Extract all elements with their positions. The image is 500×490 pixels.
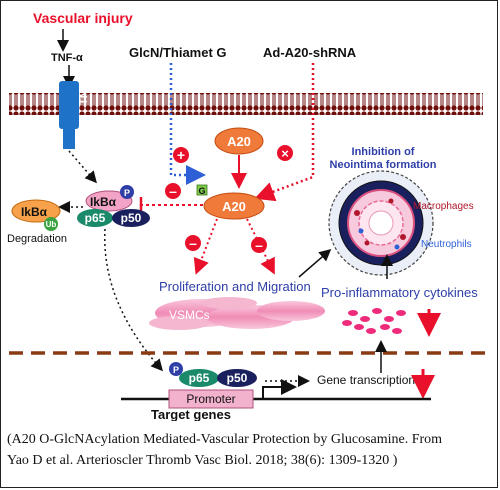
p65-complex — [77, 209, 113, 227]
inhibition-line1: Inhibition of — [352, 146, 415, 158]
p50-nuclear-label: p50 — [227, 371, 248, 385]
caption-line-2: Yao D et al. Arterioscler Thromb Vasc Bi… — [7, 453, 398, 468]
g-box — [196, 184, 208, 196]
p65-nuclear-label: p65 — [189, 371, 210, 385]
ikba-label: IkBα — [90, 195, 117, 209]
promoter-box — [168, 389, 254, 409]
ikba-degraded — [11, 199, 61, 223]
vsmc-label: VSMCs — [169, 308, 210, 322]
cross-sign: × — [281, 146, 289, 161]
inhibit-badge — [277, 145, 293, 161]
p50-nuclear — [217, 369, 257, 387]
shrna-arrow — [254, 63, 315, 202]
minus-badge-3 — [251, 237, 267, 253]
p65-label: p65 — [85, 211, 106, 225]
tnf-label: TNF-α — [51, 52, 83, 64]
tnfr-label: TNFR — [78, 76, 90, 105]
a20-main — [203, 192, 265, 220]
minus-badge-2 — [185, 235, 201, 251]
minus-badge-1 — [165, 183, 181, 199]
cell-membrane — [9, 93, 483, 115]
gene-transcription-label: Gene transcription — [317, 373, 415, 387]
p-badge-1 — [120, 185, 134, 199]
cytokines-label: Pro-inflammatory cytokines — [321, 285, 478, 300]
nfkb-translocation-arrow — [104, 228, 163, 372]
promoter-label: Promoter — [186, 392, 235, 406]
p50-complex — [112, 209, 150, 227]
plus-sign: + — [177, 147, 185, 163]
p50-label: p50 — [121, 211, 142, 225]
pathway-diagram: Vascular injury TNF-α GlcN/Thiamet G Ad-… — [7, 10, 491, 422]
p65-nuclear — [179, 369, 219, 387]
minus-sign-1: – — [169, 183, 177, 199]
degradation-label: Degradation — [7, 233, 67, 245]
prolif-label: Proliferation and Migration — [159, 279, 311, 294]
inhibition-line2: Neointima formation — [330, 159, 437, 171]
transcription-start-arrow — [262, 379, 297, 399]
ub-badge — [44, 217, 58, 231]
g-label: G — [198, 186, 205, 196]
vessel-cross-section — [328, 170, 434, 276]
tnfr-to-ikb-arrow — [68, 150, 97, 184]
target-genes-label: Target genes — [151, 407, 231, 421]
prolif-to-neointima-arrow — [298, 249, 332, 278]
tnfr-receptor — [59, 81, 79, 129]
ikba-complex — [85, 190, 133, 212]
glcn-arrow — [169, 63, 206, 185]
a20-prolif-arrow-1 — [193, 218, 218, 275]
p-label-1: P — [124, 188, 130, 198]
ikba-degraded-label: IkBα — [21, 205, 48, 219]
ub-label: Ub — [46, 220, 57, 229]
minus-sign-3: – — [255, 237, 263, 253]
p-badge-2 — [169, 362, 183, 376]
a20-top-label: A20 — [227, 134, 251, 149]
tnfr-stalk — [63, 129, 75, 149]
figure-caption: (A20 O-GlcNAcylation Mediated-Vascular P… — [7, 429, 493, 471]
a20-top — [214, 127, 264, 155]
plus-badge — [173, 147, 189, 163]
glcn-label: GlcN/Thiamet G — [129, 45, 227, 60]
vsmc-cells — [149, 297, 325, 330]
macrophages-label: Macrophages — [413, 201, 474, 212]
p-label-2: P — [173, 365, 179, 375]
caption-line-1: (A20 O-GlcNAcylation Mediated-Vascular P… — [7, 432, 443, 447]
neutrophils-label: Neutrophils — [421, 239, 472, 250]
a20-main-label: A20 — [222, 199, 246, 214]
cytokine-particles — [342, 308, 406, 334]
vascular-injury-label: Vascular injury — [33, 10, 133, 26]
minus-sign-2: – — [189, 235, 197, 251]
ad-a20-label: Ad-A20-shRNA — [263, 45, 357, 60]
